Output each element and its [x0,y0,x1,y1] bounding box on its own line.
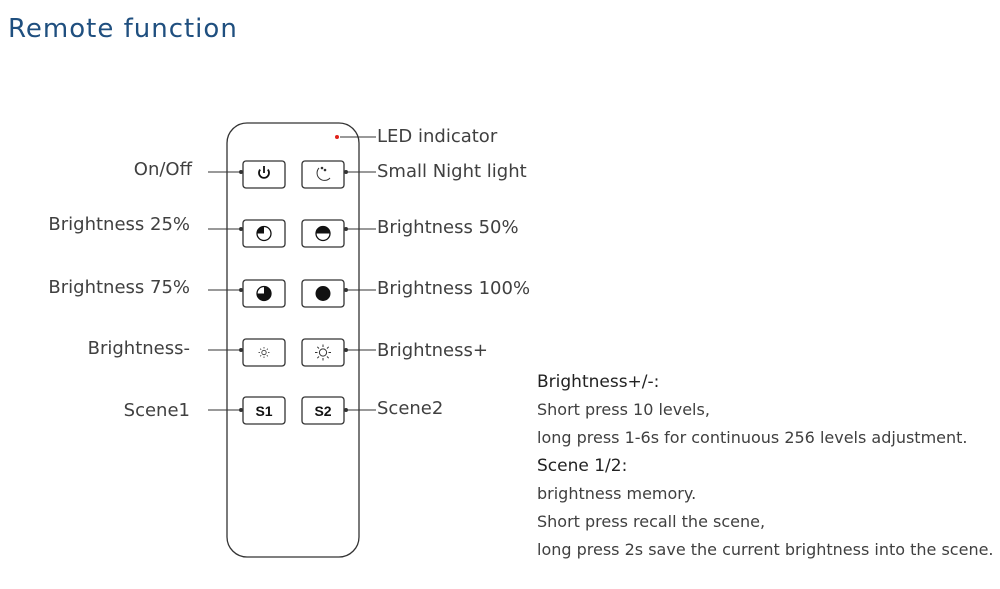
label-brightness-50: Brightness 50% [377,217,519,238]
label-brightness-minus: Brightness- [87,338,190,359]
brightness-down-button[interactable] [242,338,286,367]
night-light-button[interactable] [301,160,345,189]
desc-line: long press 1-6s for continuous 256 level… [537,428,968,447]
night-light-icon [316,166,331,181]
brightness-75-icon [256,285,272,302]
scene2-button-text: S2 [314,403,331,419]
label-scene2: Scene2 [377,398,444,419]
label-brightness-100: Brightness 100% [377,278,531,299]
desc-line: long press 2s save the current brightnes… [537,540,994,559]
scene1-button-text: S1 [255,403,272,419]
sun-large-icon [315,344,331,361]
label-small-night-light: Small Night light [377,161,527,182]
desc-line: Short press 10 levels, [537,400,710,419]
power-icon [258,166,270,179]
label-on-off: On/Off [133,159,192,180]
on-off-button[interactable] [242,160,286,189]
desc-heading-scene: Scene 1/2: [537,456,628,476]
brightness-100-icon [315,286,331,301]
label-scene1: Scene1 [123,400,190,421]
remote-body [226,122,360,558]
desc-heading-brightness: Brightness+/-: [537,372,660,392]
brightness-up-button[interactable] [301,338,345,367]
desc-line: Short press recall the scene, [537,512,766,531]
label-brightness-75: Brightness 75% [48,277,190,298]
brightness-25-icon [256,225,272,242]
description: Brightness+/-: Short press 10 levels, lo… [537,368,994,564]
scene1-button[interactable] [242,396,286,425]
led-indicator-label: LED indicator [377,126,498,147]
sun-small-icon [258,347,270,358]
label-brightness-plus: Brightness+ [377,340,488,361]
brightness-50-icon [315,225,331,242]
desc-line: brightness memory. [537,484,697,503]
led-indicator [335,135,339,139]
scene2-button[interactable] [301,396,345,425]
label-brightness-25: Brightness 25% [48,214,190,235]
page-title: Remote function [8,14,238,44]
